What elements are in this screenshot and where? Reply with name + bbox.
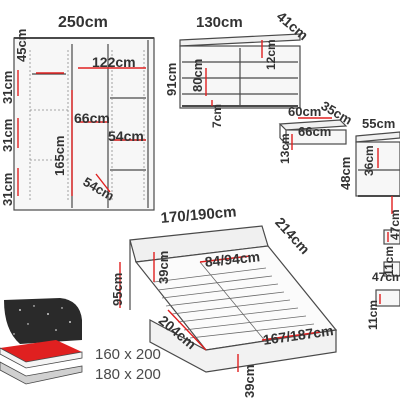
storage-box (0, 340, 82, 362)
small-stack-label-b: 11cm (366, 299, 380, 330)
nightstand-depth-label: 47cm (388, 209, 400, 240)
bed-slat-7 (183, 315, 307, 331)
dresser-drawing (179, 33, 301, 109)
nightstand-width-label: 55cm (362, 116, 396, 131)
star-3 (47, 313, 49, 315)
storage-mattress (0, 347, 83, 369)
star-2 (33, 305, 35, 307)
bed-slat-8 (189, 323, 315, 339)
star-7 (55, 329, 57, 331)
wardrobe-body (13, 37, 155, 211)
wardrobe-accents (17, 67, 146, 196)
dresser-height-label: 91cm (164, 62, 179, 96)
bed-accent-inner-width (199, 255, 251, 263)
dresser-drawer-height-label: 80cm (190, 58, 205, 92)
bed-slat-5 (171, 299, 291, 315)
bed-base-height-label: 39cm (242, 364, 257, 398)
bed-headboard-top-label: 39cm (156, 250, 171, 284)
bed-accent-mattress (261, 331, 321, 341)
nightstand-accents (377, 148, 393, 214)
star-8 (13, 333, 15, 335)
nightstand-drawing (355, 131, 400, 197)
dresser-top-mark-label: 12cm (264, 39, 278, 70)
nightstand-height-label: 48cm (338, 156, 353, 190)
small-stack-label-c: 47cm (372, 270, 400, 284)
shelf-unit-drawing (278, 119, 348, 145)
shelf-unit-bottom (279, 137, 287, 145)
wardrobe-accent-depth (95, 173, 111, 193)
wardrobe-shelf-a-label: 66cm (74, 110, 110, 126)
bed-slats (153, 261, 315, 343)
wardrobe-inner-height-label: 165cm (52, 135, 67, 176)
storage-lid (4, 298, 82, 344)
shelf-unit-top (278, 119, 348, 131)
wardrobe-shelf-gap-label-1: 31cm (0, 70, 15, 104)
nightstand-top (355, 131, 400, 143)
wardrobe-dashes (29, 50, 145, 200)
bed-center-rail (199, 261, 267, 343)
dresser-accents (205, 40, 263, 106)
dresser-top (179, 33, 301, 47)
bed-headboard-height-label: 95cm (110, 272, 125, 306)
wardrobe-shelf-gap-label-2: 31cm (0, 118, 15, 152)
wardrobe-inner-width-label: 122cm (92, 54, 136, 70)
small-stack-mid-box (383, 261, 400, 277)
size-option-1: 160 x 200 (95, 346, 161, 363)
nightstand-front (355, 141, 400, 197)
bed-slat-2 (157, 275, 273, 291)
storage-bed-illustration (0, 298, 83, 385)
storage-frame (0, 361, 83, 385)
shelf-unit-width-label: 60cm (288, 104, 322, 119)
star-1 (19, 309, 21, 311)
bed-accent-inner-length (167, 309, 207, 351)
size-option-2: 180 x 200 (95, 366, 161, 383)
bed-slat-4 (165, 291, 285, 307)
wardrobe-drawing (13, 37, 155, 211)
star-4 (61, 307, 63, 309)
dresser-plinth-label: 7cm (210, 103, 224, 128)
wardrobe-shelf-gap-label-3: 31cm (0, 172, 15, 206)
shelf-unit-height-label: 13cm (278, 133, 292, 164)
shelf-unit-inner-label: 66cm (298, 124, 332, 139)
wardrobe-width-label: 250cm (58, 14, 108, 31)
bed-slat-6 (177, 307, 299, 323)
bed-slat-3 (161, 283, 279, 299)
shelf-unit-accents (291, 117, 332, 150)
star-5 (69, 321, 71, 323)
bed-accents (119, 252, 321, 372)
small-stack-accents (379, 232, 389, 304)
small-stack-low-box (375, 289, 400, 307)
wardrobe-shelf-b-label: 54cm (108, 128, 144, 144)
dresser-width-label: 130cm (196, 14, 243, 31)
shelf-unit-front (285, 129, 347, 145)
bed-slat-1 (153, 267, 267, 283)
wardrobe-top-height-label: 45cm (14, 28, 29, 62)
nightstand-drawer-label: 36cm (362, 145, 376, 176)
star-6 (27, 323, 29, 325)
storage-lid-stars (13, 305, 71, 335)
